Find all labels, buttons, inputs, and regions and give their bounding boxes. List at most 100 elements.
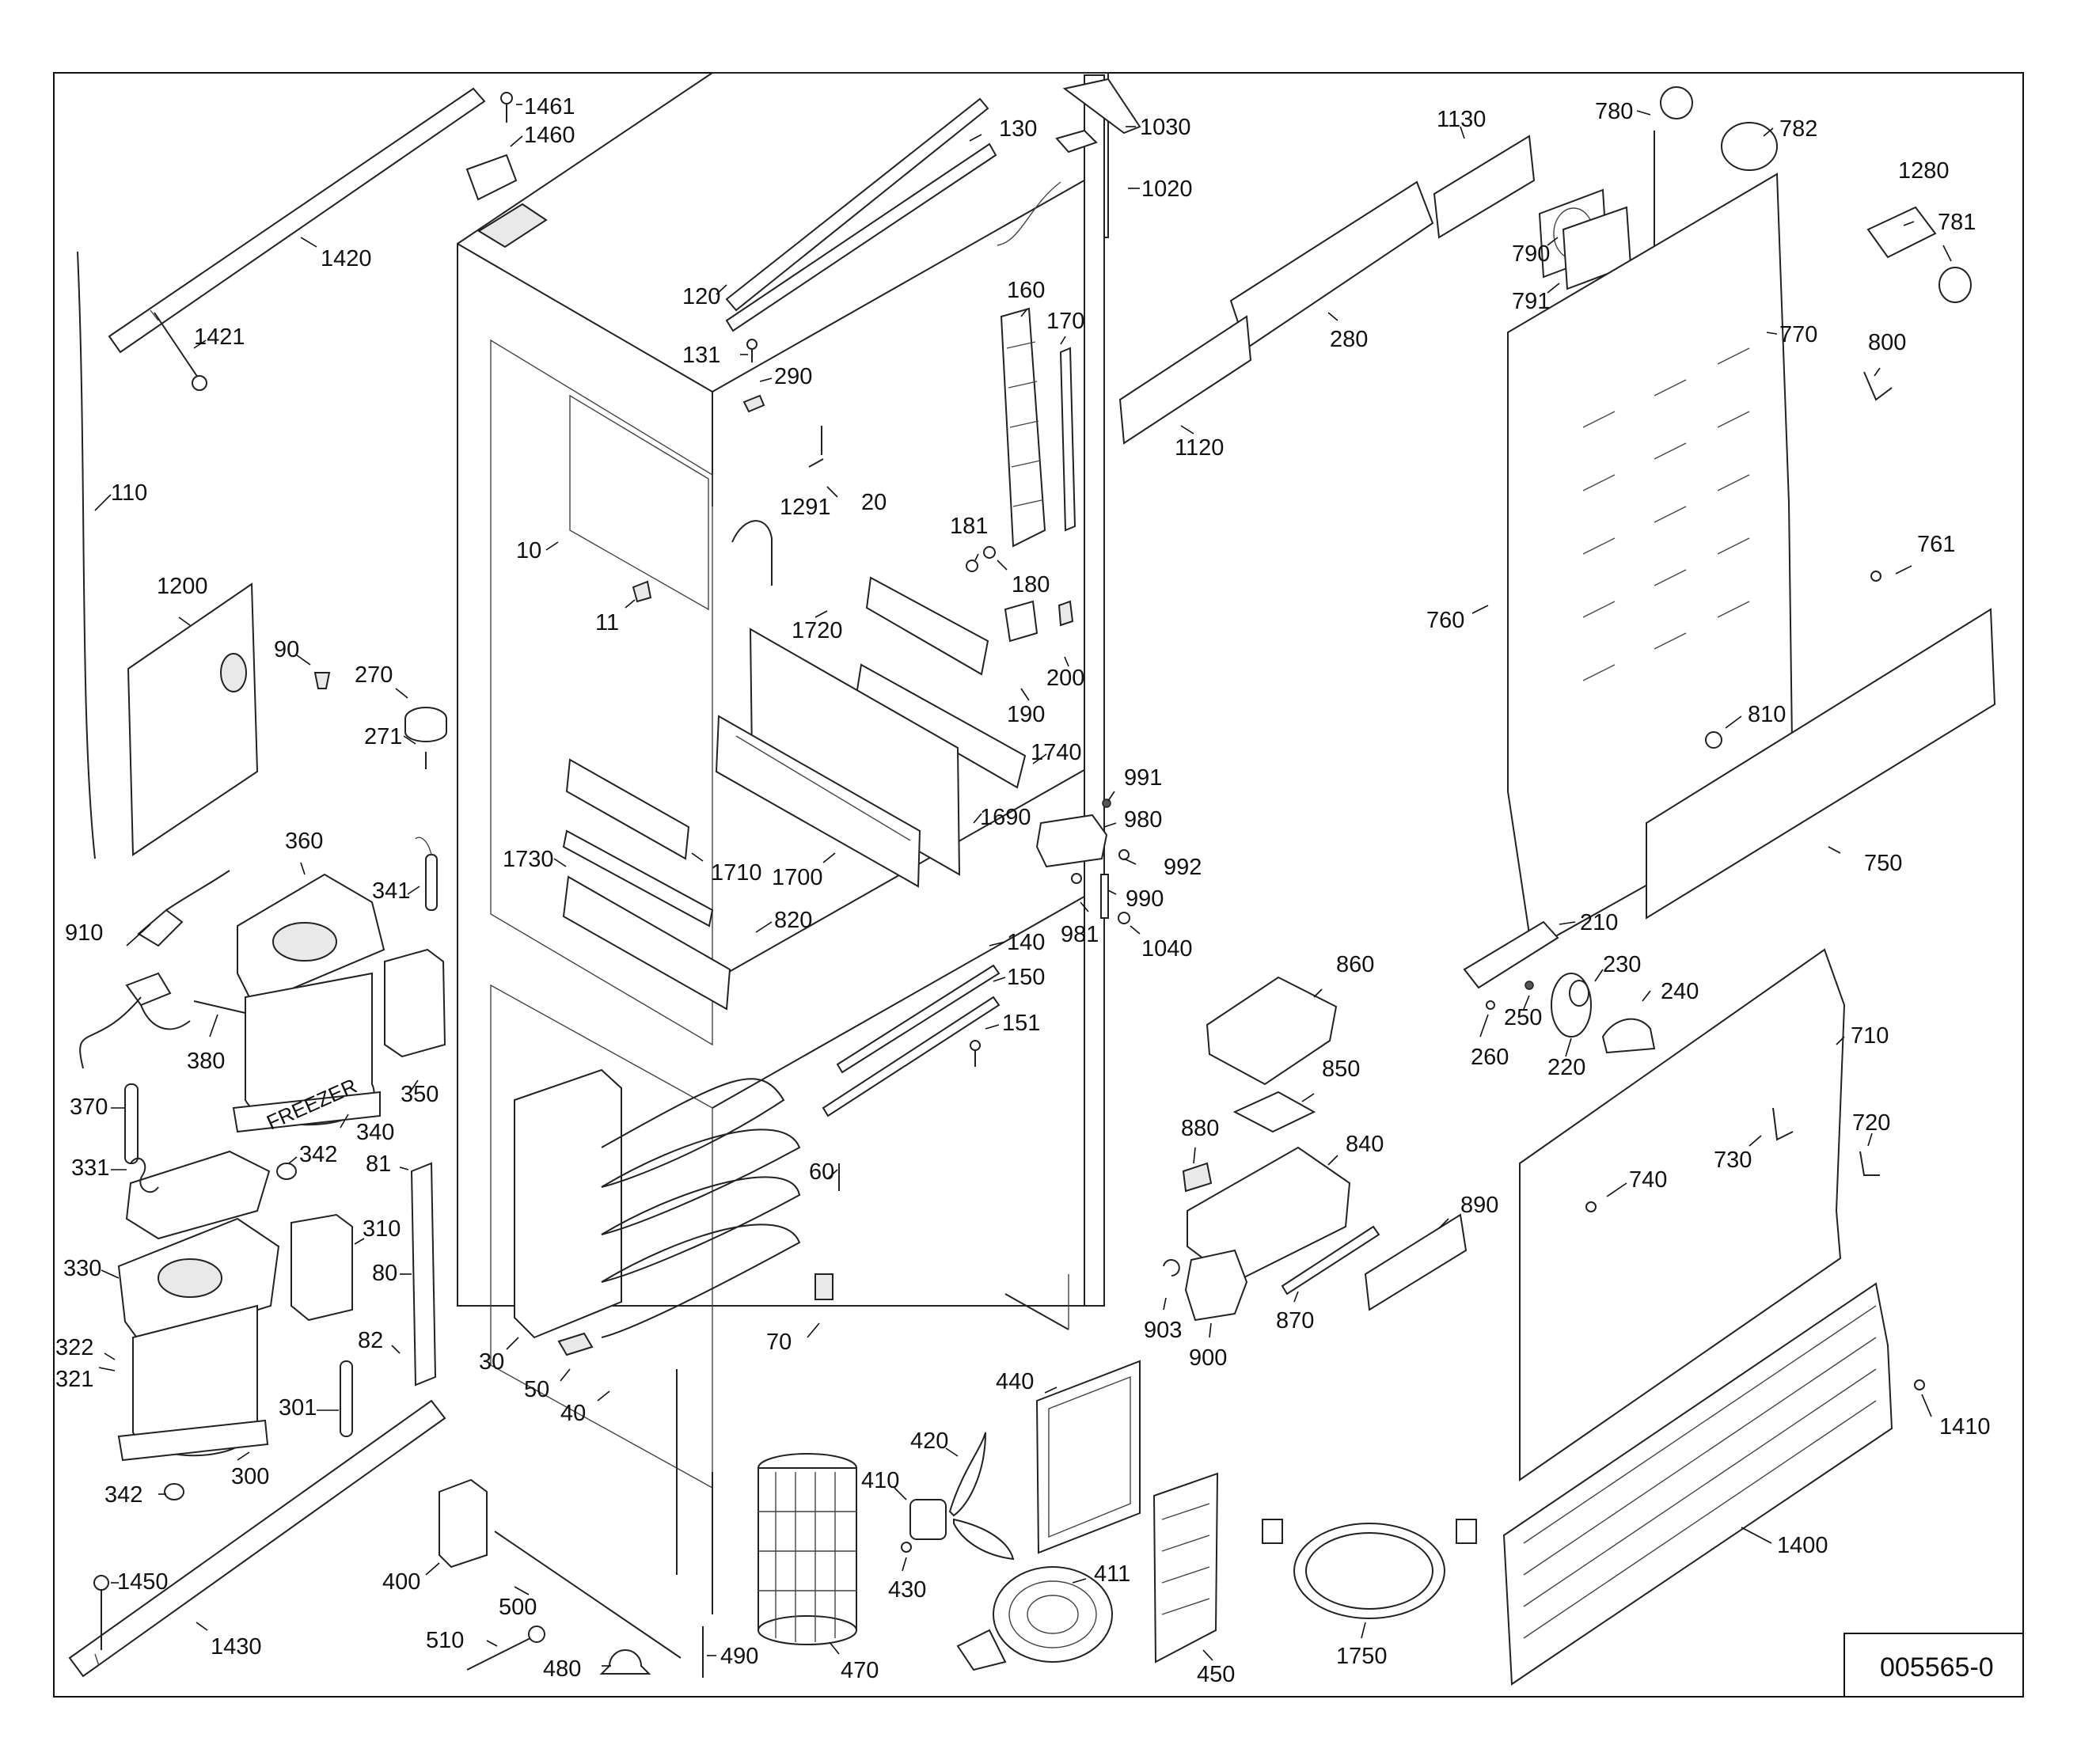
part-730-clip xyxy=(1772,1107,1794,1141)
label-791: 791 xyxy=(1512,289,1550,314)
part-1280-motor xyxy=(1866,206,1937,259)
part-1040-washer xyxy=(1118,912,1130,924)
part-340-compressor xyxy=(232,972,381,1133)
label-1420: 1420 xyxy=(321,246,372,271)
part-800-clip xyxy=(1863,371,1893,401)
label-1291: 1291 xyxy=(780,495,831,520)
part-1730-shelf xyxy=(562,829,714,928)
part-151-screw xyxy=(970,1040,981,1067)
label-20: 20 xyxy=(861,490,887,515)
part-860-control-box xyxy=(1206,976,1338,1086)
label-500: 500 xyxy=(499,1595,537,1620)
label-370: 370 xyxy=(70,1094,108,1120)
part-761-screw xyxy=(1870,571,1881,582)
label-903: 903 xyxy=(1144,1318,1182,1343)
part-820-shelf xyxy=(562,875,731,1011)
label-170: 170 xyxy=(1046,309,1084,334)
part-30-evaporator-frame xyxy=(514,1068,622,1339)
part-90-plug xyxy=(313,672,331,689)
label-300: 300 xyxy=(231,1464,269,1489)
part-1421-screw xyxy=(154,312,207,391)
part-1120-panel xyxy=(1118,315,1252,445)
label-1740: 1740 xyxy=(1031,740,1082,765)
part-1460-bracket xyxy=(465,154,518,201)
part-301-capacitor xyxy=(340,1360,353,1437)
part-810-grommet xyxy=(1705,731,1722,749)
part-11-plug xyxy=(632,580,652,603)
drawing-id: 005565-0 xyxy=(1880,1652,1994,1682)
part-500-rod xyxy=(494,1531,682,1659)
label-130: 130 xyxy=(999,116,1037,142)
part-250-hub xyxy=(1525,981,1534,990)
part-190-cover xyxy=(1004,600,1038,643)
part-1200-panel xyxy=(127,582,259,856)
part-80-rail xyxy=(410,1162,437,1387)
part-760-back-panel xyxy=(1507,173,1794,951)
part-150-strip xyxy=(822,996,1001,1117)
leader-lines xyxy=(94,104,1952,1667)
part-781-cap xyxy=(1938,267,1972,303)
label-220: 220 xyxy=(1547,1055,1585,1080)
part-70-clip xyxy=(814,1273,833,1300)
part-480-clamp xyxy=(599,1649,651,1675)
label-342-b: 342 xyxy=(104,1482,142,1508)
label-1020: 1020 xyxy=(1141,176,1193,202)
label-240: 240 xyxy=(1661,979,1699,1004)
part-720-clip xyxy=(1859,1151,1880,1176)
part-50-drain xyxy=(557,1332,594,1356)
label-770: 770 xyxy=(1779,322,1817,347)
part-420-fan-blade xyxy=(948,1432,1015,1561)
label-730: 730 xyxy=(1714,1148,1752,1173)
label-131: 131 xyxy=(682,343,720,368)
part-181-plug xyxy=(966,560,978,572)
part-981-screw xyxy=(1071,873,1082,884)
label-280: 280 xyxy=(1330,327,1368,352)
part-780-sensor xyxy=(1654,86,1693,262)
part-430-nut xyxy=(901,1542,912,1553)
label-160: 160 xyxy=(1007,278,1045,303)
label-480: 480 xyxy=(543,1656,581,1682)
part-160-air-guide xyxy=(1000,307,1046,548)
label-430: 430 xyxy=(888,1577,926,1603)
label-790: 790 xyxy=(1512,241,1550,267)
label-1200: 1200 xyxy=(157,574,208,599)
label-260: 260 xyxy=(1471,1045,1509,1070)
label-190: 190 xyxy=(1007,702,1045,727)
label-70: 70 xyxy=(766,1330,792,1355)
label-1130: 1130 xyxy=(1437,107,1486,132)
part-992-screw xyxy=(1118,849,1130,860)
label-1750: 1750 xyxy=(1336,1644,1388,1669)
label-310: 310 xyxy=(363,1216,401,1242)
label-151: 151 xyxy=(1002,1011,1040,1036)
part-300-compressor xyxy=(117,1304,269,1462)
part-470-condenser-roll xyxy=(758,1453,857,1645)
label-1690: 1690 xyxy=(980,805,1031,830)
label-840: 840 xyxy=(1346,1132,1384,1157)
label-781: 781 xyxy=(1938,210,1976,235)
label-740: 740 xyxy=(1629,1167,1667,1193)
label-490: 490 xyxy=(720,1644,758,1669)
label-340: 340 xyxy=(356,1120,394,1145)
part-510-wrench xyxy=(466,1626,545,1671)
label-810: 810 xyxy=(1748,702,1786,727)
label-510: 510 xyxy=(426,1628,464,1653)
label-760: 760 xyxy=(1426,608,1464,633)
label-992: 992 xyxy=(1164,855,1202,880)
label-420: 420 xyxy=(910,1428,948,1454)
label-980: 980 xyxy=(1124,807,1162,833)
label-1040: 1040 xyxy=(1141,936,1193,962)
part-411-fan-shroud xyxy=(956,1566,1113,1671)
part-450-grille xyxy=(1152,1472,1219,1663)
part-220-fan-blade xyxy=(1551,973,1592,1038)
label-342-a: 342 xyxy=(299,1142,337,1167)
label-331: 331 xyxy=(71,1155,109,1181)
label-230: 230 xyxy=(1603,952,1641,977)
part-290-bracket xyxy=(742,394,765,413)
part-360-compressor-cover xyxy=(237,873,385,1007)
part-1710-shelf xyxy=(565,758,690,860)
label-1410: 1410 xyxy=(1939,1414,1991,1440)
part-110-tube xyxy=(77,251,96,859)
part-1461-screw xyxy=(500,92,513,123)
label-860: 860 xyxy=(1336,952,1374,977)
part-350-relay xyxy=(384,948,446,1058)
